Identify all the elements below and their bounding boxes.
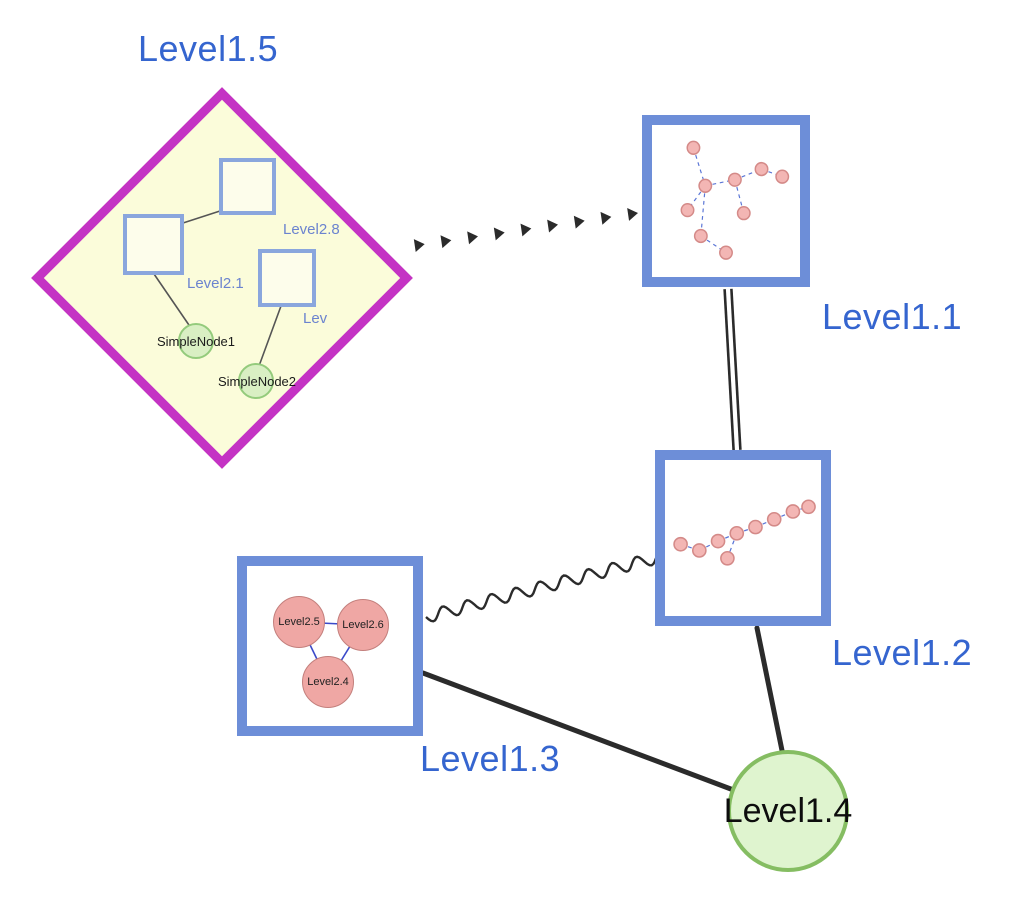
node-simplenode1[interactable] bbox=[178, 323, 214, 359]
node-level2-lev[interactable] bbox=[258, 249, 316, 307]
node-level1-1-label: Level1.1 bbox=[822, 296, 963, 337]
edge-l13-to-l14 bbox=[420, 670, 763, 803]
edge-l13-to-l12 bbox=[425, 555, 658, 623]
node-level1-5-label: Level1.5 bbox=[138, 28, 279, 69]
mini-graph-level1-2 bbox=[673, 499, 816, 566]
mini-node bbox=[785, 504, 801, 519]
edge-l15-to-l11 bbox=[413, 239, 425, 252]
edge-l15-to-l11 bbox=[600, 211, 612, 225]
node-simplenode1-label: SimpleNode1 bbox=[156, 334, 236, 349]
node-level2-5[interactable]: Level2.5 bbox=[273, 596, 325, 648]
mini-node bbox=[727, 172, 742, 187]
node-level2-4[interactable]: Level2.4 bbox=[302, 656, 354, 708]
node-level2-6[interactable]: Level2.6 bbox=[337, 599, 389, 651]
mini-node bbox=[766, 511, 782, 527]
mini-node bbox=[710, 533, 726, 549]
node-level1-3-label: Level1.3 bbox=[420, 738, 561, 779]
mini-node bbox=[801, 499, 816, 515]
node-simplenode2-label: SimpleNode2 bbox=[217, 374, 297, 389]
node-level1-2[interactable] bbox=[655, 450, 831, 626]
node-level2-1[interactable] bbox=[123, 214, 184, 275]
node-level1-2-label: Level1.2 bbox=[832, 632, 973, 673]
mini-node bbox=[693, 228, 708, 244]
edge-l15-to-l11 bbox=[547, 219, 558, 233]
node-level2-4-label: Level2.4 bbox=[307, 676, 349, 688]
edge-l11-to-l12 bbox=[730, 288, 742, 450]
mini-node bbox=[736, 206, 751, 221]
mini-node bbox=[775, 169, 790, 184]
edge-l15-to-l11 bbox=[627, 208, 638, 221]
mini-node bbox=[673, 536, 688, 552]
node-level2-8-label: Level2.8 bbox=[283, 221, 340, 238]
edge-l11-to-l12 bbox=[723, 289, 735, 451]
node-level1-1[interactable] bbox=[642, 115, 810, 287]
node-level1-4-label: Level1.4 bbox=[723, 791, 853, 830]
mini-node bbox=[720, 550, 735, 566]
edge-l12-to-l14 bbox=[754, 625, 789, 773]
mini-node bbox=[686, 140, 701, 155]
mini-node bbox=[754, 161, 769, 177]
node-level1-4[interactable]: Level1.4 bbox=[724, 750, 852, 872]
mini-node bbox=[691, 543, 707, 558]
mini-graph-level1-1 bbox=[680, 140, 790, 260]
node-level2-1-label: Level2.1 bbox=[187, 275, 244, 292]
mini-node bbox=[748, 519, 763, 535]
node-level2-lev-label: Lev bbox=[303, 310, 328, 327]
mini-node bbox=[729, 525, 745, 541]
mini-node bbox=[680, 202, 695, 218]
edge-l15-to-l11 bbox=[520, 223, 532, 237]
mini-edge bbox=[734, 179, 745, 214]
node-level2-6-label: Level2.6 bbox=[342, 619, 384, 631]
edge-l15-to-l11 bbox=[573, 215, 585, 229]
edge-l15-to-l11 bbox=[440, 235, 452, 249]
mini-node bbox=[698, 178, 713, 193]
node-level1-3[interactable]: Level2.5 Level2.6 Level2.4 bbox=[237, 556, 423, 736]
node-simplenode2[interactable] bbox=[238, 363, 274, 399]
mini-node bbox=[719, 245, 733, 260]
edge-l15-to-l11 bbox=[493, 227, 505, 241]
edge-l15-to-l11 bbox=[467, 231, 478, 245]
node-level2-5-label: Level2.5 bbox=[278, 616, 320, 628]
node-level2-8[interactable] bbox=[219, 158, 276, 215]
mini-edge bbox=[700, 185, 706, 237]
